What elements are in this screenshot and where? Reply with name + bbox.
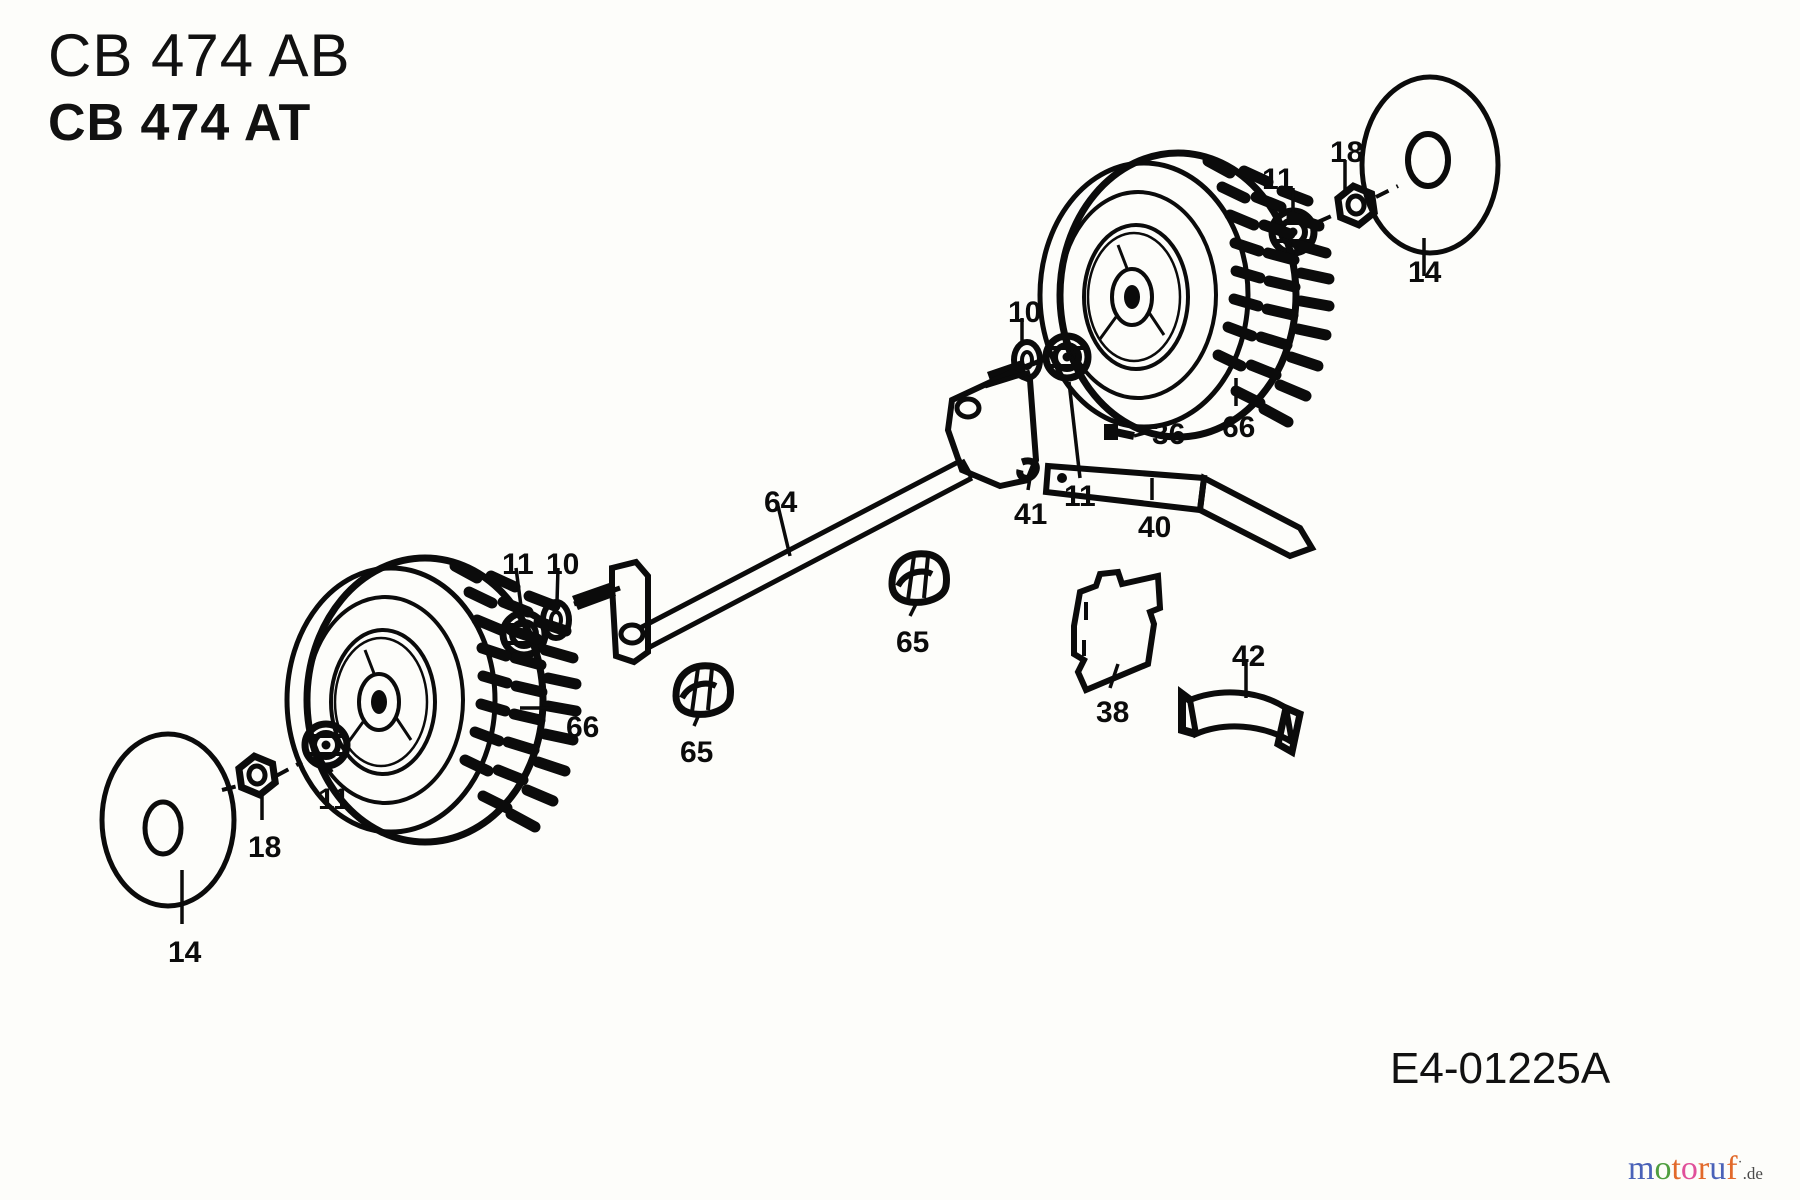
bearing-right-inner [1046, 336, 1088, 378]
callout-11-mid: 11 [1064, 480, 1096, 513]
axle-assembly [572, 368, 1040, 666]
wheel-left [287, 558, 582, 842]
wheel-assembly-left [99, 558, 582, 909]
callout-64: 64 [764, 486, 798, 519]
callout-10-left: 10 [546, 548, 580, 581]
callout-41: 41 [1014, 498, 1048, 531]
bar-assembly [1042, 424, 1317, 560]
callout-66-top: 66 [1222, 411, 1256, 444]
callout-65-upper: 65 [896, 626, 930, 659]
motoruf-watermark-logo: motoruf·.de [1628, 1152, 1763, 1186]
watermark-letter-3: o [1680, 1150, 1698, 1187]
watermark-letter-2: t [1671, 1150, 1681, 1187]
plate-38 [1071, 568, 1164, 694]
model-title-secondary: CB 474 AT [48, 93, 312, 152]
callout-10-top: 10 [1008, 296, 1042, 329]
drawing-code: E4-01225A [1390, 1044, 1611, 1093]
watermark-letter-6: f [1726, 1150, 1738, 1187]
watermark-tld: .de [1742, 1164, 1763, 1183]
title-block: CB 474 AB CB 474 AT [48, 22, 351, 152]
leader-lines [180, 160, 1426, 924]
callout-38: 38 [1096, 696, 1130, 729]
watermark-accent-dot: · [1737, 1154, 1743, 1171]
nut-left [238, 754, 277, 797]
callout-18-top: 18 [1330, 136, 1364, 169]
watermark-letter-0: m [1628, 1150, 1655, 1187]
callout-11-left: 11 [502, 548, 534, 581]
watermark-letter-5: u [1709, 1150, 1727, 1187]
bushing-upper [892, 554, 946, 603]
callout-65-lower: 65 [680, 736, 714, 769]
callout-14-top: 14 [1408, 256, 1442, 289]
callout-36: 36 [1152, 418, 1186, 451]
watermark-letter-1: o [1654, 1150, 1672, 1187]
bearing-left-inner [305, 724, 347, 766]
callout-42: 42 [1232, 640, 1266, 673]
hub-cap-right [1359, 74, 1501, 256]
callout-11-bottom: 11 [318, 783, 350, 816]
callout-14-bottom: 14 [168, 936, 202, 969]
bracket-42 [1178, 686, 1305, 758]
bushing-lower [676, 666, 730, 715]
callout-18-bottom: 18 [248, 831, 282, 864]
callout-66-left: 66 [566, 711, 600, 744]
model-title-primary: CB 474 AB [48, 22, 351, 89]
nut-right [1337, 184, 1376, 227]
wheel-right [1040, 153, 1335, 437]
callout-40: 40 [1138, 511, 1172, 544]
watermark-letter-4: r [1697, 1150, 1710, 1187]
callout-11-top: 11 [1262, 163, 1294, 196]
hub-cap-left [99, 731, 237, 909]
